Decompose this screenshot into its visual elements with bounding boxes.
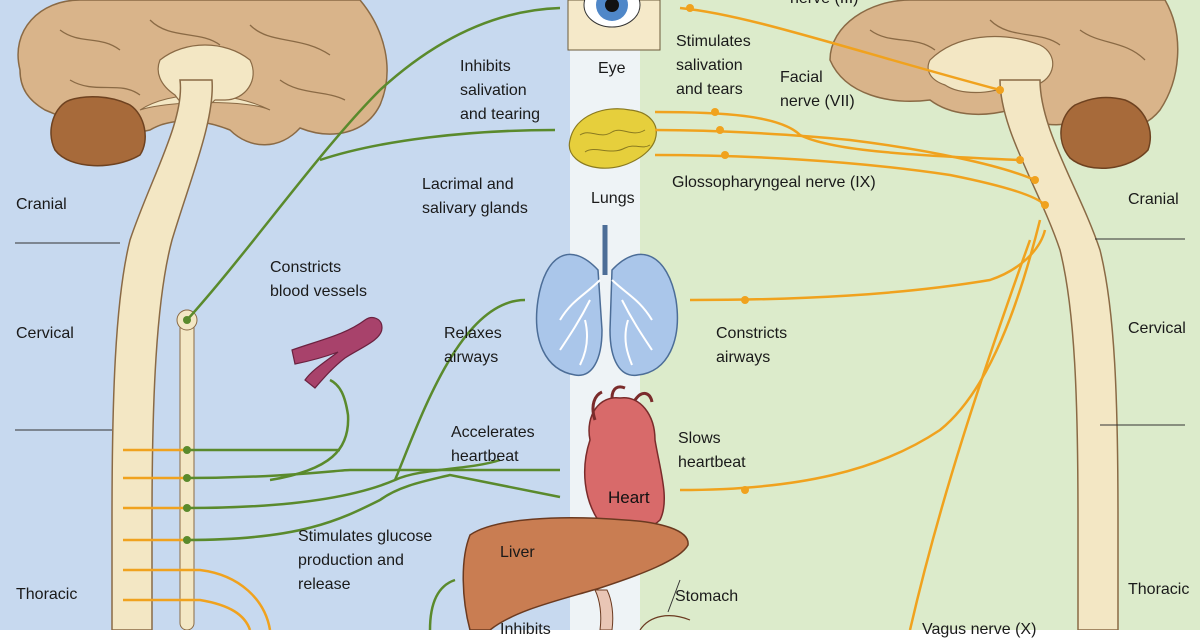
- label-constricts-blood-vessels: Constricts blood vessels: [270, 259, 367, 300]
- label-lungs: Lungs: [591, 190, 635, 207]
- label-stomach: Stomach: [675, 588, 739, 605]
- region-cranial-left: Cranial: [16, 196, 67, 213]
- heart-illustration: [584, 385, 666, 532]
- label-eye: Eye: [598, 60, 626, 77]
- label-liver: Liver: [500, 544, 535, 561]
- stomach-illustration: [594, 579, 691, 630]
- label-stimulates-salivation: Stimulates salivation and tears: [676, 33, 751, 98]
- lacrimal-salivary-glands: [568, 108, 657, 169]
- left-brain: [17, 0, 388, 167]
- right-spinal-cord: [999, 79, 1119, 630]
- label-constricts-airways: Constricts airways: [716, 325, 788, 366]
- region-cervical-right: Cervical: [1128, 320, 1186, 337]
- right-brain: [829, 0, 1179, 170]
- region-cervical-left: Cervical: [16, 325, 74, 342]
- region-cranial-right: Cranial: [1128, 191, 1179, 208]
- region-dividers: [15, 238, 1185, 431]
- sympathetic-nerves: [186, 6, 561, 630]
- label-inhibits-partial: Inhibits: [500, 621, 551, 638]
- lungs-illustration: [535, 225, 679, 376]
- label-oculomotor-nerve: nerve (III): [790, 0, 858, 11]
- label-stimulates-glucose: Stimulates glucose production and releas…: [298, 528, 433, 593]
- label-heart: Heart: [608, 488, 650, 507]
- eye-illustration: [567, 0, 661, 51]
- label-relaxes-airways: Relaxes airways: [444, 325, 502, 366]
- ganglion-dots: [686, 4, 1049, 494]
- label-accelerates-heartbeat: Accelerates heartbeat: [451, 424, 535, 465]
- region-thoracic-left: Thoracic: [16, 586, 78, 603]
- label-vagus-nerve: Vagus nerve (X): [922, 621, 1037, 638]
- sympathetic-dots: [183, 316, 191, 544]
- label-glossopharyngeal-nerve: Glossopharyngeal nerve (IX): [672, 174, 876, 191]
- region-thoracic-right: Thoracic: [1128, 581, 1190, 598]
- label-facial-nerve: Facial nerve (VII): [780, 69, 855, 110]
- sympathetic-chain: [176, 309, 198, 630]
- label-inhibits-salivation: Inhibits salivation and tearing: [460, 58, 541, 123]
- label-slows-heartbeat: Slows heartbeat: [678, 430, 746, 471]
- left-spinal-cord: [111, 79, 213, 630]
- label-lacrimal-salivary-glands: Lacrimal and salivary glands: [422, 176, 528, 217]
- blood-vessel-illustration: [291, 317, 383, 389]
